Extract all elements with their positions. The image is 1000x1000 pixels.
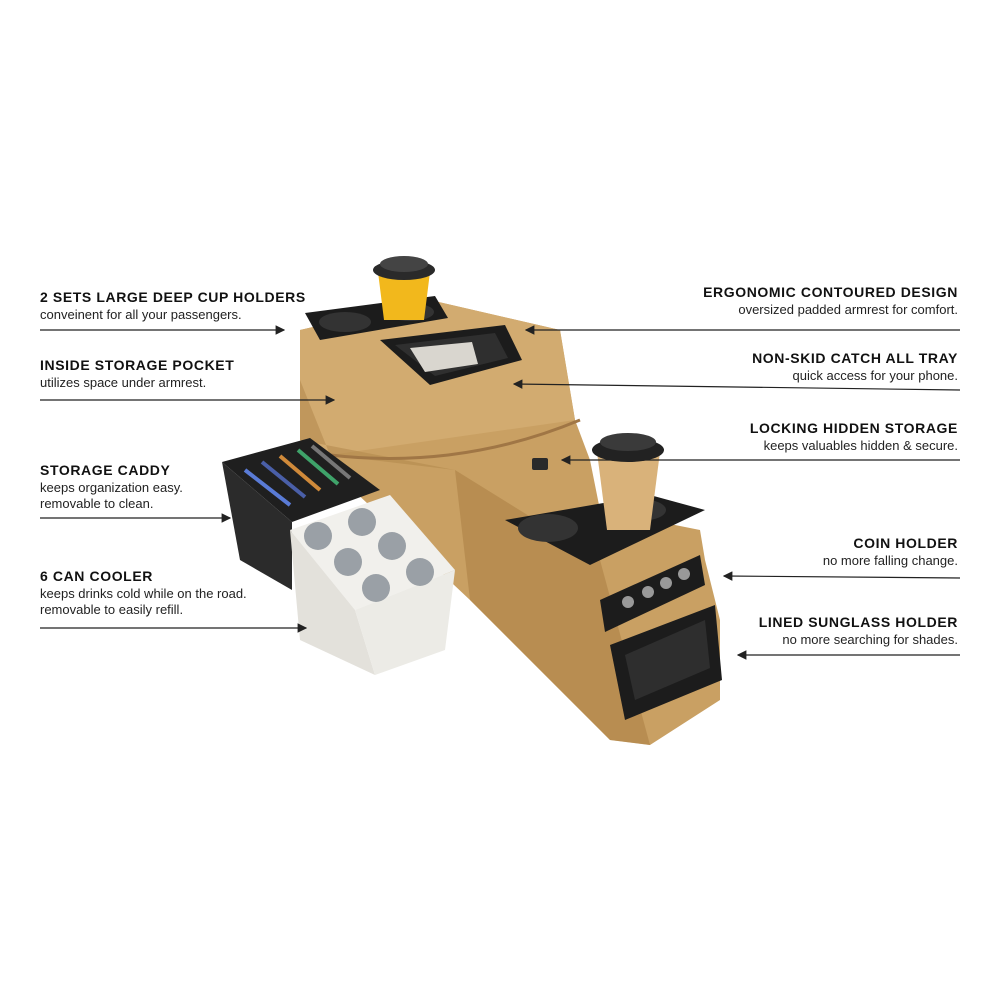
- callout-cupholders-title: 2 SETS LARGE DEEP CUP HOLDERS: [40, 289, 306, 305]
- callout-cooler-line-2: removable to easily refill.: [40, 601, 184, 617]
- callout-cooler-line-1: keeps drinks cold while on the road.: [40, 585, 247, 601]
- callout-locking-title: LOCKING HIDDEN STORAGE: [749, 420, 958, 436]
- callout-ergonomic-title: ERGONOMIC CONTOURED DESIGN: [703, 284, 958, 300]
- front-coffee-cup: [373, 256, 435, 320]
- sunglass-holder: [610, 605, 722, 720]
- callout-cupholders: 2 SETS LARGE DEEP CUP HOLDERS conveinent…: [40, 289, 306, 323]
- can-cooler: [290, 495, 455, 675]
- callout-sunglass: LINED SUNGLASS HOLDER no more searching …: [759, 614, 958, 648]
- callout-pocket: INSIDE STORAGE POCKET utilizes space und…: [40, 357, 234, 391]
- callout-coin-title: COIN HOLDER: [853, 535, 958, 551]
- callout-caddy-line-2: removable to clean.: [40, 495, 154, 511]
- callout-ergonomic-line: oversized padded armrest for comfort.: [738, 301, 958, 317]
- storage-caddy: [222, 438, 380, 590]
- callout-coin-line: no more falling change.: [822, 552, 958, 568]
- lock: [532, 458, 548, 470]
- callout-locking: LOCKING HIDDEN STORAGE keeps valuables h…: [750, 420, 958, 454]
- callout-sunglass-title: LINED SUNGLASS HOLDER: [758, 614, 958, 630]
- coin-holder: [600, 555, 705, 632]
- callout-sunglass-line: no more searching for shades.: [782, 631, 958, 647]
- callout-ergonomic: ERGONOMIC CONTOURED DESIGN oversized pad…: [703, 284, 958, 318]
- callout-cooler: 6 CAN COOLER keeps drinks cold while on …: [40, 568, 247, 618]
- callout-pocket-title: INSIDE STORAGE POCKET: [40, 357, 235, 373]
- callout-locking-line: keeps valuables hidden & secure.: [763, 437, 958, 453]
- callout-caddy-line-1: keeps organization easy.: [40, 479, 183, 495]
- callout-pocket-line: utilizes space under armrest.: [40, 374, 207, 390]
- callout-coin: COIN HOLDER no more falling change.: [823, 535, 958, 569]
- catch-all-tray: [380, 325, 522, 385]
- callout-cooler-title: 6 CAN COOLER: [40, 568, 153, 584]
- callout-tray: NON-SKID CATCH ALL TRAY quick access for…: [752, 350, 958, 384]
- callout-tray-title: NON-SKID CATCH ALL TRAY: [752, 350, 958, 366]
- rear-coffee-cup: [592, 433, 664, 530]
- callout-tray-line: quick access for your phone.: [792, 367, 958, 383]
- callout-caddy: STORAGE CADDY keeps organization easy. r…: [40, 462, 183, 512]
- callout-cupholders-line: conveinent for all your passengers.: [40, 306, 242, 322]
- callout-caddy-title: STORAGE CADDY: [40, 462, 171, 478]
